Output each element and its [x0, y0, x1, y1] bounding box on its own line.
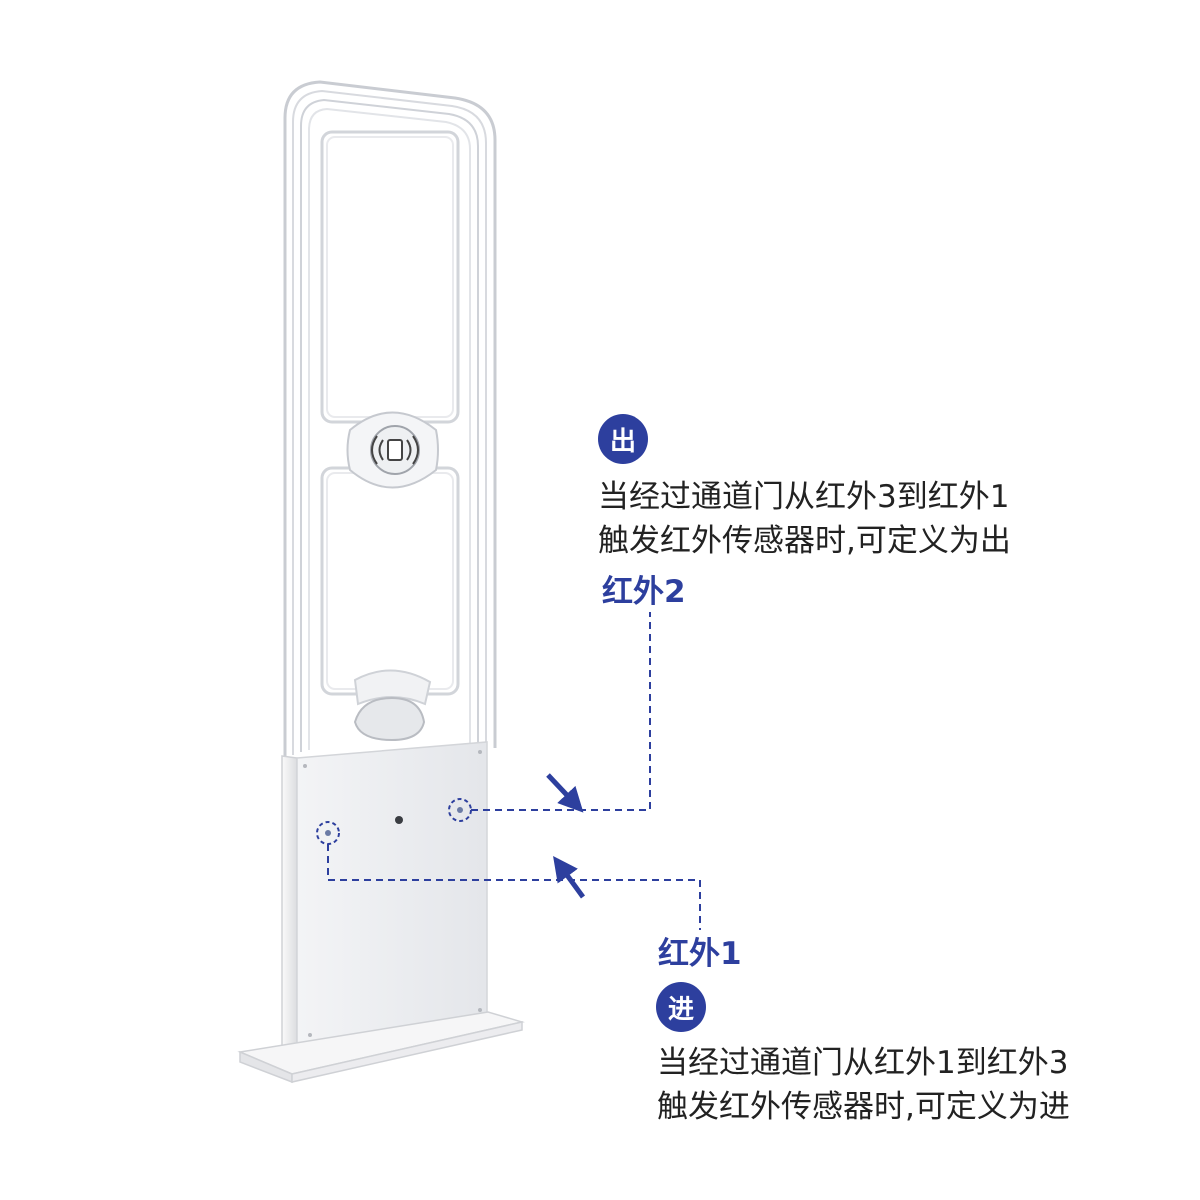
enter-badge: 进 [656, 982, 706, 1032]
exit-direction-arrow [546, 773, 584, 813]
ir2-leader-line [471, 612, 651, 811]
enter-description-line2: 触发红外传感器时,可定义为进 [657, 1089, 1070, 1125]
ir1-leader-line [327, 844, 701, 930]
enter-direction-arrow [553, 855, 586, 899]
ir1-label: 红外1 [658, 936, 742, 972]
ir2-label: 红外2 [602, 574, 686, 610]
gate-base-cabinet [281, 741, 488, 1060]
exit-description-line2: 触发红外传感器时,可定义为出 [598, 523, 1011, 559]
gate-foot-plate [237, 1011, 525, 1084]
exit-description-line1: 当经过通道门从红外3到红外1 [598, 479, 1010, 515]
nfc-reader-icon [370, 425, 420, 475]
exit-badge: 出 [598, 414, 648, 464]
gate-frame [283, 80, 497, 758]
enter-description-line1: 当经过通道门从红外1到红外3 [657, 1045, 1069, 1081]
